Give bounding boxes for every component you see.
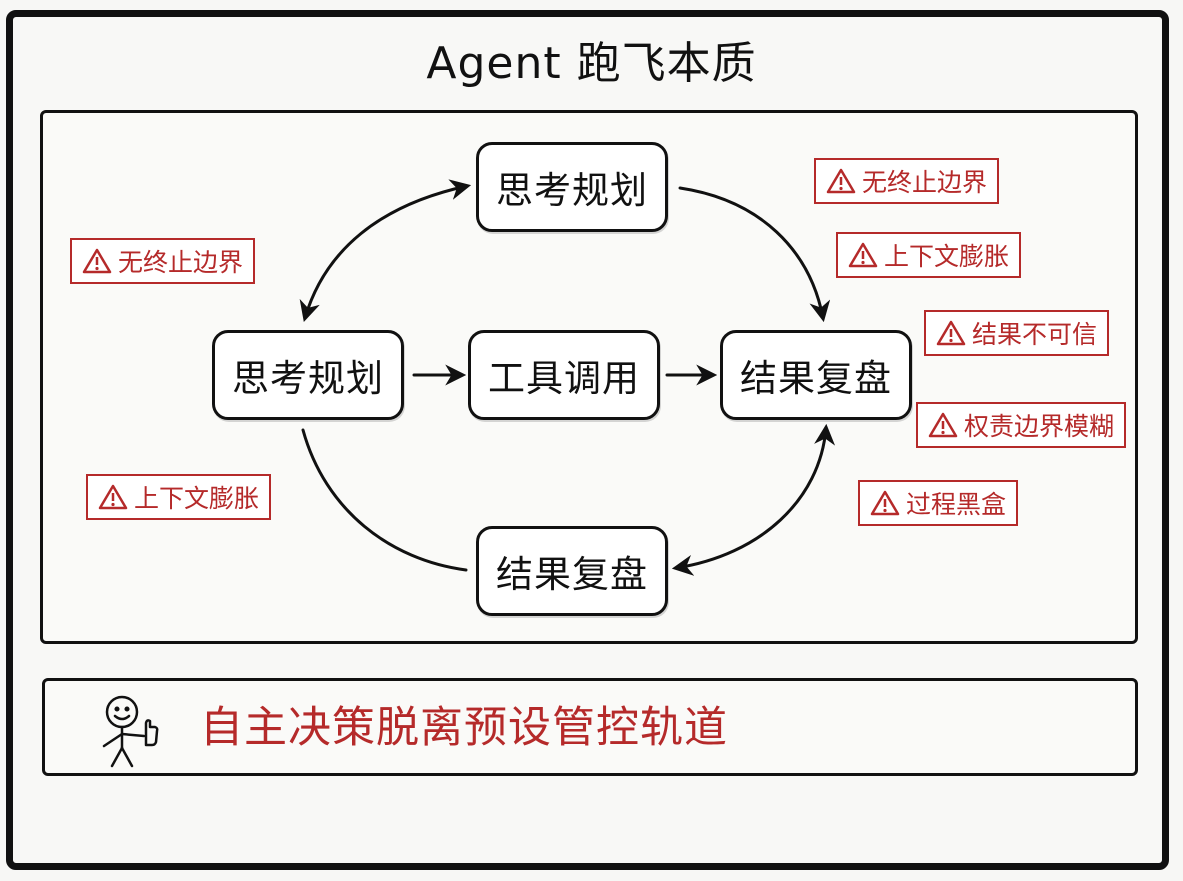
warning-label: 上下文膨胀 — [884, 242, 1010, 271]
node-right-review: 结果复盘 — [720, 330, 912, 420]
warning-right-untrusted-result: 结果不可信 — [924, 310, 1110, 356]
warning-triangle-icon — [848, 242, 878, 268]
warning-right-black-box: 过程黑盒 — [858, 480, 1019, 526]
arrow-left-to-bottom — [301, 428, 468, 572]
warning-label: 过程黑盒 — [906, 490, 1007, 519]
warning-label: 上下文膨胀 — [134, 484, 260, 513]
warning-right-context-bloat: 上下文膨胀 — [836, 232, 1022, 278]
warning-left-context-bloat: 上下文膨胀 — [86, 474, 272, 520]
node-top-planning: 思考规划 — [476, 142, 668, 232]
warning-label: 无终止边界 — [862, 168, 988, 197]
arrow-bottom-to-right — [671, 423, 836, 576]
node-bottom-review: 结果复盘 — [476, 526, 668, 616]
warning-left-no-termination: 无终止边界 — [70, 238, 256, 284]
warning-right-no-termination: 无终止边界 — [814, 158, 1000, 204]
warning-triangle-icon — [826, 168, 856, 194]
warning-triangle-icon — [98, 484, 128, 510]
warning-label: 结果不可信 — [972, 320, 1098, 349]
stick-figure-thumbs-up-icon — [102, 695, 159, 768]
warning-label: 权责边界模糊 — [964, 412, 1115, 441]
diagram-title: Agent 跑飞本质 — [426, 38, 757, 89]
warning-right-blurred-responsibility: 权责边界模糊 — [916, 402, 1127, 448]
arrow-top-to-left — [299, 179, 472, 323]
arrow-top-to-right — [678, 186, 831, 323]
summary-bar — [42, 678, 1138, 776]
warning-triangle-icon — [870, 490, 900, 516]
node-left-planning: 思考规划 — [212, 330, 404, 420]
warning-triangle-icon — [936, 320, 966, 346]
node-center-tool-call: 工具调用 — [468, 330, 660, 420]
summary-message: 自主决策脱离预设管控轨道 — [200, 703, 728, 753]
warning-triangle-icon — [82, 248, 112, 274]
warning-label: 无终止边界 — [118, 248, 244, 277]
warning-triangle-icon — [928, 412, 958, 438]
